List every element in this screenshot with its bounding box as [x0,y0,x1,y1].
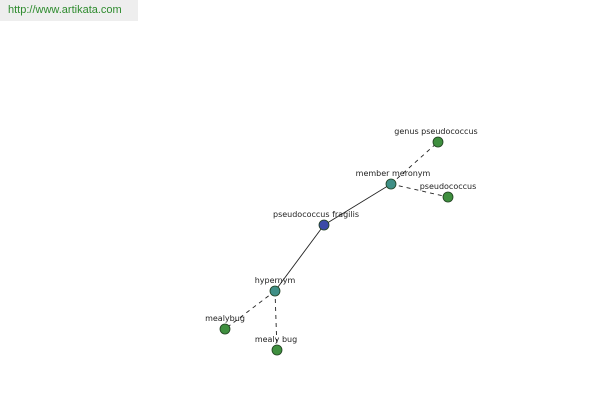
node-pseudo[interactable]: pseudococcus [420,182,477,203]
edge-meronym-pseudo [390,183,449,198]
node-mealybug1-dot[interactable] [219,323,231,335]
node-mealybug1-label[interactable]: mealybug [205,314,245,323]
node-mealybug2-label[interactable]: mealy bug [255,335,297,344]
node-hypernym-dot[interactable] [269,285,281,297]
node-meronym-dot[interactable] [385,178,397,190]
node-genus-dot[interactable] [432,136,444,148]
node-center-label[interactable]: pseudococcus fragilis [273,210,359,219]
edge-hypernym-mealybug1 [224,290,276,330]
node-mealybug2[interactable]: mealy bug [255,335,297,356]
edge-center-meronym [323,183,392,226]
node-genus[interactable]: genus pseudococcus [394,127,478,148]
graph-nodes: pseudococcus fragilis hypernym member mero… [205,127,478,356]
node-mealybug2-dot[interactable] [271,344,283,356]
graph-edges [224,141,449,351]
node-meronym-label[interactable]: member meronym [356,169,431,178]
edge-center-hypernym [274,224,325,292]
node-center[interactable]: pseudococcus fragilis [273,210,359,231]
node-pseudo-label[interactable]: pseudococcus [420,182,477,191]
edge-meronym-genus [390,141,439,185]
node-pseudo-dot[interactable] [442,191,454,203]
site-url-link[interactable]: http://www.artikata.com [0,0,138,21]
node-mealybug1[interactable]: mealybug [205,314,245,335]
node-genus-label[interactable]: genus pseudococcus [394,127,477,136]
edge-hypernym-mealybug2 [274,290,278,351]
node-meronym[interactable]: member meronym [356,169,431,190]
node-hypernym[interactable]: hypernym [255,276,296,297]
node-center-dot[interactable] [318,219,330,231]
node-hypernym-label[interactable]: hypernym [255,276,296,285]
